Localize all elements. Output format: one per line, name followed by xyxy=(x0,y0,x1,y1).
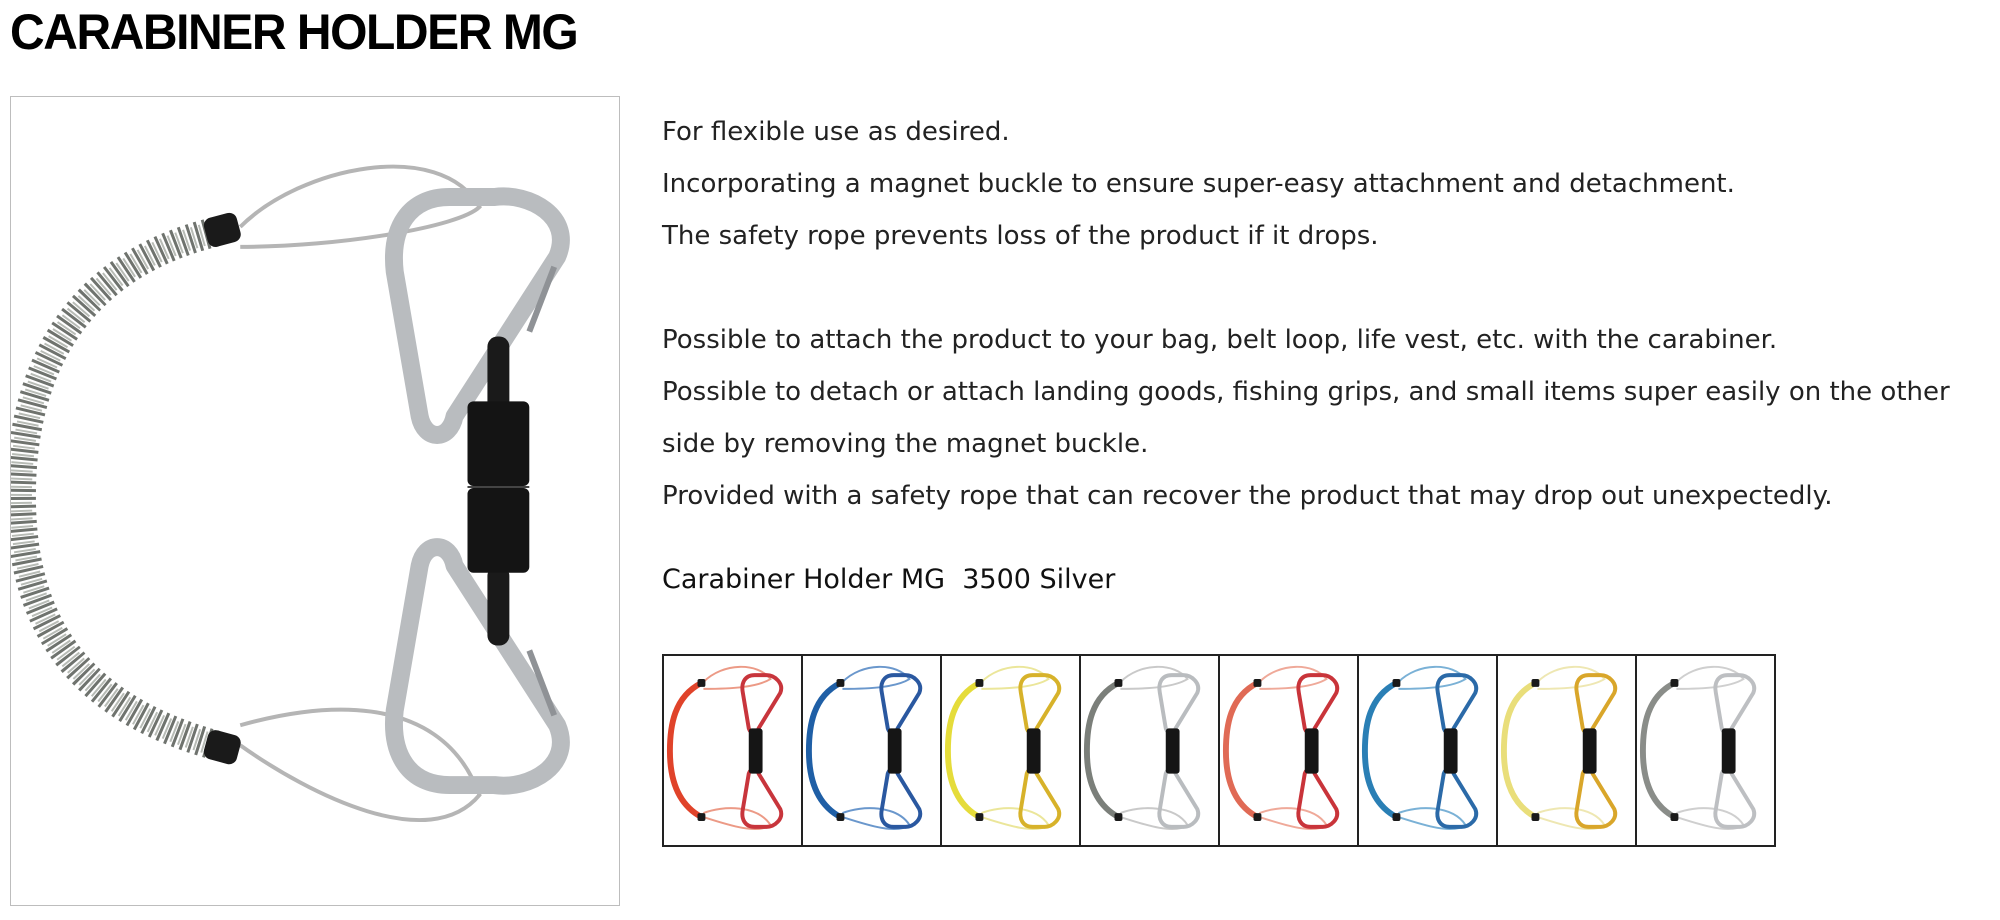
product-description: For flexible use as desired. Incorporati… xyxy=(662,106,1992,522)
carabiner-holder-red-icon xyxy=(1222,665,1340,830)
variant-label: Carabiner Holder MG 3500 Silver xyxy=(662,564,1116,595)
description-line: Provided with a safety rope that can rec… xyxy=(662,481,1833,511)
description-line: Incorporating a magnet buckle to ensure … xyxy=(662,169,1735,199)
description-line: Possible to attach the product to your b… xyxy=(662,325,1778,355)
color-swatch[interactable] xyxy=(1220,656,1359,845)
carabiner-holder-red-icon xyxy=(666,665,784,830)
carabiner-holder-yellow-icon xyxy=(944,665,1062,830)
paragraph-gap xyxy=(662,262,1992,314)
page-title: CARABINER HOLDER MG xyxy=(10,4,579,60)
product-main-image[interactable] xyxy=(10,96,620,906)
carabiner-holder-silver-icon xyxy=(1083,665,1201,830)
color-swatch[interactable] xyxy=(1081,656,1220,845)
color-swatch[interactable] xyxy=(1498,656,1637,845)
color-swatch-list xyxy=(662,654,1776,847)
description-line: The safety rope prevents loss of the pro… xyxy=(662,221,1379,251)
color-swatch[interactable] xyxy=(1359,656,1498,845)
carabiner-holder-silver-icon xyxy=(11,164,570,822)
color-swatch[interactable] xyxy=(803,656,942,845)
color-swatch[interactable] xyxy=(942,656,1081,845)
carabiner-holder-blue-icon xyxy=(805,665,923,830)
description-line: Possible to detach or attach landing goo… xyxy=(662,377,1950,407)
carabiner-holder-silver-icon xyxy=(1639,665,1757,830)
description-line: For flexible use as desired. xyxy=(662,117,1010,147)
color-swatch[interactable] xyxy=(664,656,803,845)
carabiner-holder-blue-icon xyxy=(1361,665,1479,830)
color-swatch[interactable] xyxy=(1637,656,1774,845)
description-line: side by removing the magnet buckle. xyxy=(662,429,1149,459)
carabiner-holder-yellow-icon xyxy=(1500,665,1618,830)
